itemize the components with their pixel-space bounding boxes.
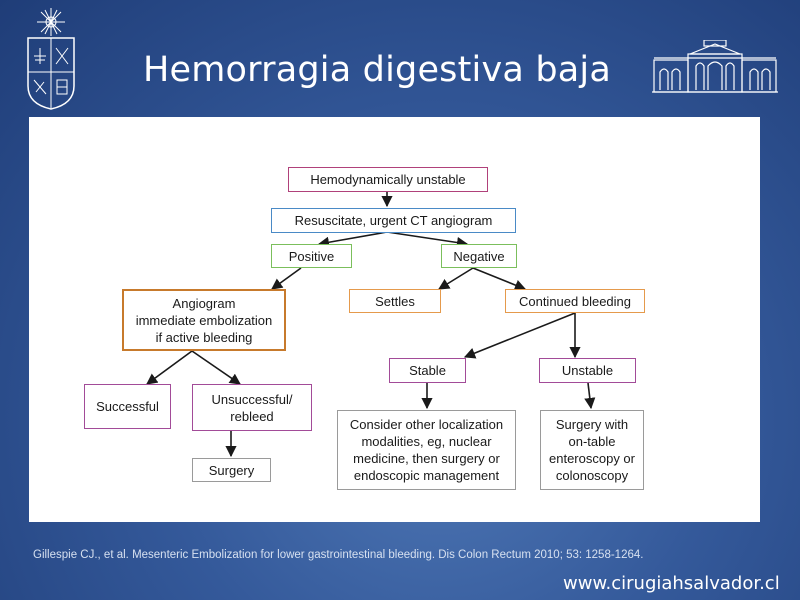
node-stable: Stable: [389, 358, 466, 383]
arrow-angiogram-to-unsuccessful: [191, 350, 241, 385]
arrow-negative-to-continued: [472, 267, 527, 291]
node-positive: Positive: [271, 244, 352, 268]
node-continued-bleeding: Continued bleeding: [505, 289, 645, 313]
node-consider-other-localization: Consider other localization modalities, …: [337, 410, 516, 490]
slide-title: Hemorragia digestiva baja: [143, 50, 611, 90]
node-resuscitate-ct-angiogram: Resuscitate, urgent CT angiogram: [271, 208, 516, 233]
node-angiogram: Angiogram immediate embolization if acti…: [122, 289, 286, 351]
arrow-resuscitate-to-negative: [386, 231, 469, 249]
hospital-building-icon: [652, 40, 778, 93]
node-surgery-with-enteroscopy: Surgery with on-table enteroscopy or col…: [540, 410, 644, 490]
arrow-negative-to-settles: [438, 267, 474, 290]
university-crest-icon: [27, 8, 75, 110]
node-unsuccessful-rebleed: Unsuccessful/ rebleed: [192, 384, 312, 431]
arrow-positive-to-angiogram: [271, 267, 302, 290]
arrow-unstable-to-surgery-with: [584, 382, 596, 410]
node-successful: Successful: [84, 384, 171, 429]
website-url: www.cirugiahsalvador.cl: [563, 573, 780, 594]
flowchart-connectors: [146, 192, 596, 458]
citation-text: Gillespie CJ., et al. Mesenteric Emboliz…: [33, 549, 644, 561]
node-negative: Negative: [441, 244, 517, 268]
arrow-continued-to-stable: [463, 312, 576, 359]
node-hemodynamically-unstable: Hemodynamically unstable: [288, 167, 488, 192]
node-settles: Settles: [349, 289, 441, 313]
node-surgery: Surgery: [192, 458, 271, 482]
arrow-angiogram-to-successful: [146, 350, 193, 385]
node-unstable: Unstable: [539, 358, 636, 383]
arrow-resuscitate-to-positive: [317, 231, 388, 248]
flowchart-panel: Hemodynamically unstable Resuscitate, ur…: [29, 117, 760, 522]
